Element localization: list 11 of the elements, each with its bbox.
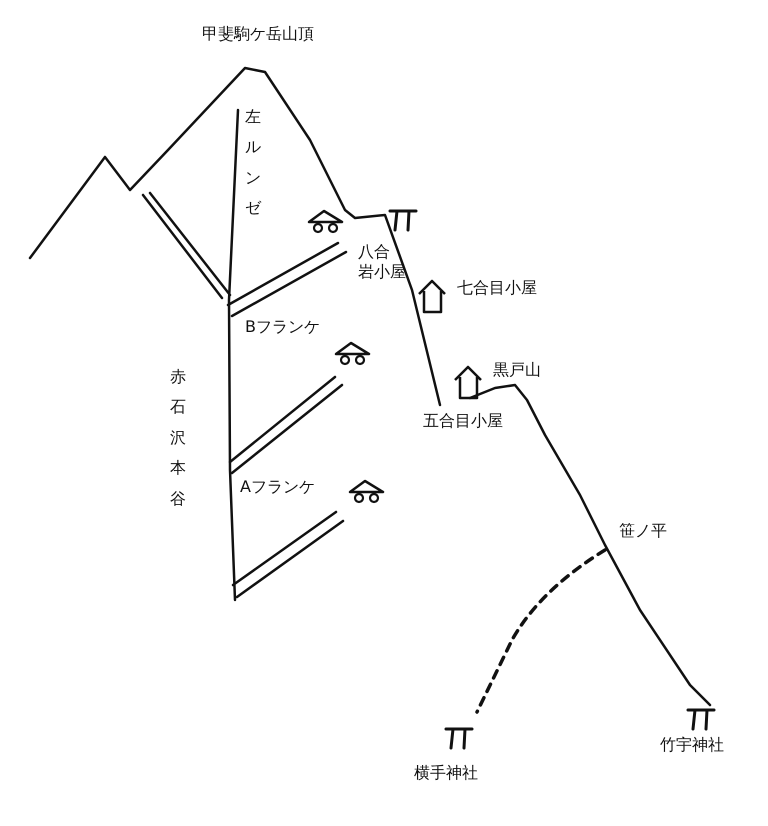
peak-label: 黒戸山	[493, 360, 541, 380]
face-label: Aフランケ	[240, 477, 315, 497]
valley-label: 赤石沢本谷	[170, 366, 187, 510]
hut-label: 五合目小屋	[423, 411, 503, 431]
hut-label: 七合目小屋	[457, 278, 537, 298]
peak-label: 甲斐駒ケ岳山頂	[202, 24, 314, 44]
shrine-label: 横手神社	[414, 763, 478, 783]
face-label: Bフランケ	[245, 317, 320, 337]
shrine-label: 竹宇神社	[660, 735, 724, 755]
gully-label: 左ルンゼ	[245, 106, 262, 220]
place-label: 笹ノ平	[619, 521, 667, 541]
